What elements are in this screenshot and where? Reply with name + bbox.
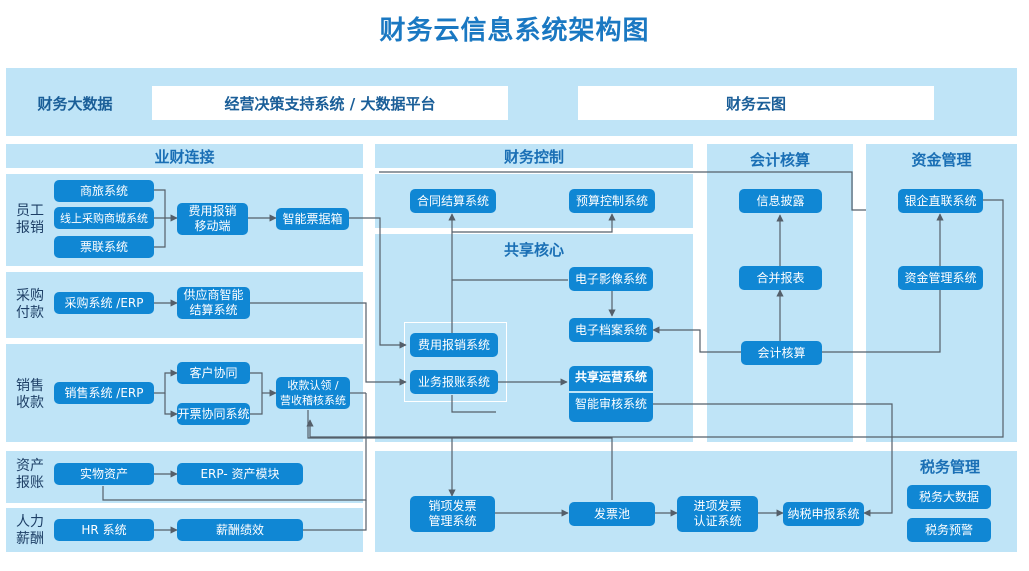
fund-management-system-box: 资金管理系统 [898, 266, 983, 290]
business-ledger-box: 业务报账系统 [410, 370, 498, 394]
collection-verify-box: 收款认领 / 营收稽核系统 [276, 377, 350, 409]
sales-invoice-mgmt-box: 销项发票 管理系统 [410, 496, 495, 532]
header-shared-core: 共享核心 [503, 240, 564, 259]
budget-control-box: 预算控制系统 [569, 189, 655, 213]
shared-ops-divider [569, 391, 653, 393]
invoice-pool-box: 发票池 [569, 502, 655, 526]
row-label-hr: 人力 薪酬 [16, 514, 44, 547]
expense-system-box: 费用报销系统 [410, 333, 498, 357]
bank-enterprise-link-box: 银企直联系统 [898, 189, 983, 213]
travel-system-box: 商旅系统 [54, 180, 154, 202]
customer-collab-box: 客户协同 [177, 362, 250, 384]
decision-support-bar: 经营决策支持系统 / 大数据平台 [152, 86, 508, 120]
purchase-erp-box: 采购系统 /ERP [54, 292, 154, 314]
physical-asset-box: 实物资产 [54, 463, 154, 485]
sales-erp-box: 销售系统 /ERP [54, 382, 154, 404]
header-accounting: 会计核算 [749, 150, 810, 169]
header-finance-control: 财务控制 [375, 144, 693, 168]
header-fund-management: 资金管理 [911, 150, 972, 169]
input-invoice-cert-box: 进项发票 认证系统 [677, 496, 758, 532]
tax-alert-box: 税务预警 [907, 518, 991, 542]
salary-performance-box: 薪酬绩效 [177, 519, 303, 541]
e-image-system-box: 电子影像系统 [569, 267, 653, 291]
header-business-finance: 业财连接 [6, 144, 363, 168]
e-archive-system-box: 电子档案系统 [569, 318, 653, 342]
invoice-collab-box: 开票协同系统 [177, 403, 250, 425]
finance-cloud-map-bar: 财务云图 [578, 86, 934, 120]
mobile-expense-box: 费用报销 移动端 [177, 203, 248, 235]
header-tax-management: 税务管理 [919, 457, 980, 476]
online-mall-system-box: 线上采购商城系统 [54, 207, 154, 229]
smart-ticket-box: 智能票据箱 [276, 208, 349, 230]
tax-declaration-box: 纳税申报系统 [783, 502, 864, 526]
tax-bigdata-box: 税务大数据 [907, 485, 991, 509]
supplier-settlement-box: 供应商智能 结算系统 [177, 287, 250, 319]
row-label-purchase: 采购 付款 [16, 288, 44, 321]
finance-bigdata-label: 财务大数据 [37, 94, 113, 113]
diagram-title: 财务云信息系统架构图 [379, 16, 650, 46]
ticket-link-system-box: 票联系统 [54, 236, 154, 258]
hr-system-box: HR 系统 [54, 519, 154, 541]
accounting-box: 会计核算 [741, 341, 822, 365]
contract-settlement-box: 合同结算系统 [410, 189, 496, 213]
erp-asset-module-box: ERP- 资产模块 [177, 463, 303, 485]
consolidated-report-box: 合并报表 [739, 266, 822, 290]
info-disclosure-box: 信息披露 [739, 189, 822, 213]
row-label-employee: 员工 报销 [16, 203, 44, 236]
row-label-asset: 资产 报账 [16, 458, 44, 491]
row-label-sales: 销售 收款 [16, 378, 44, 411]
smart-audit-box: 智能审核系统 [569, 394, 653, 414]
